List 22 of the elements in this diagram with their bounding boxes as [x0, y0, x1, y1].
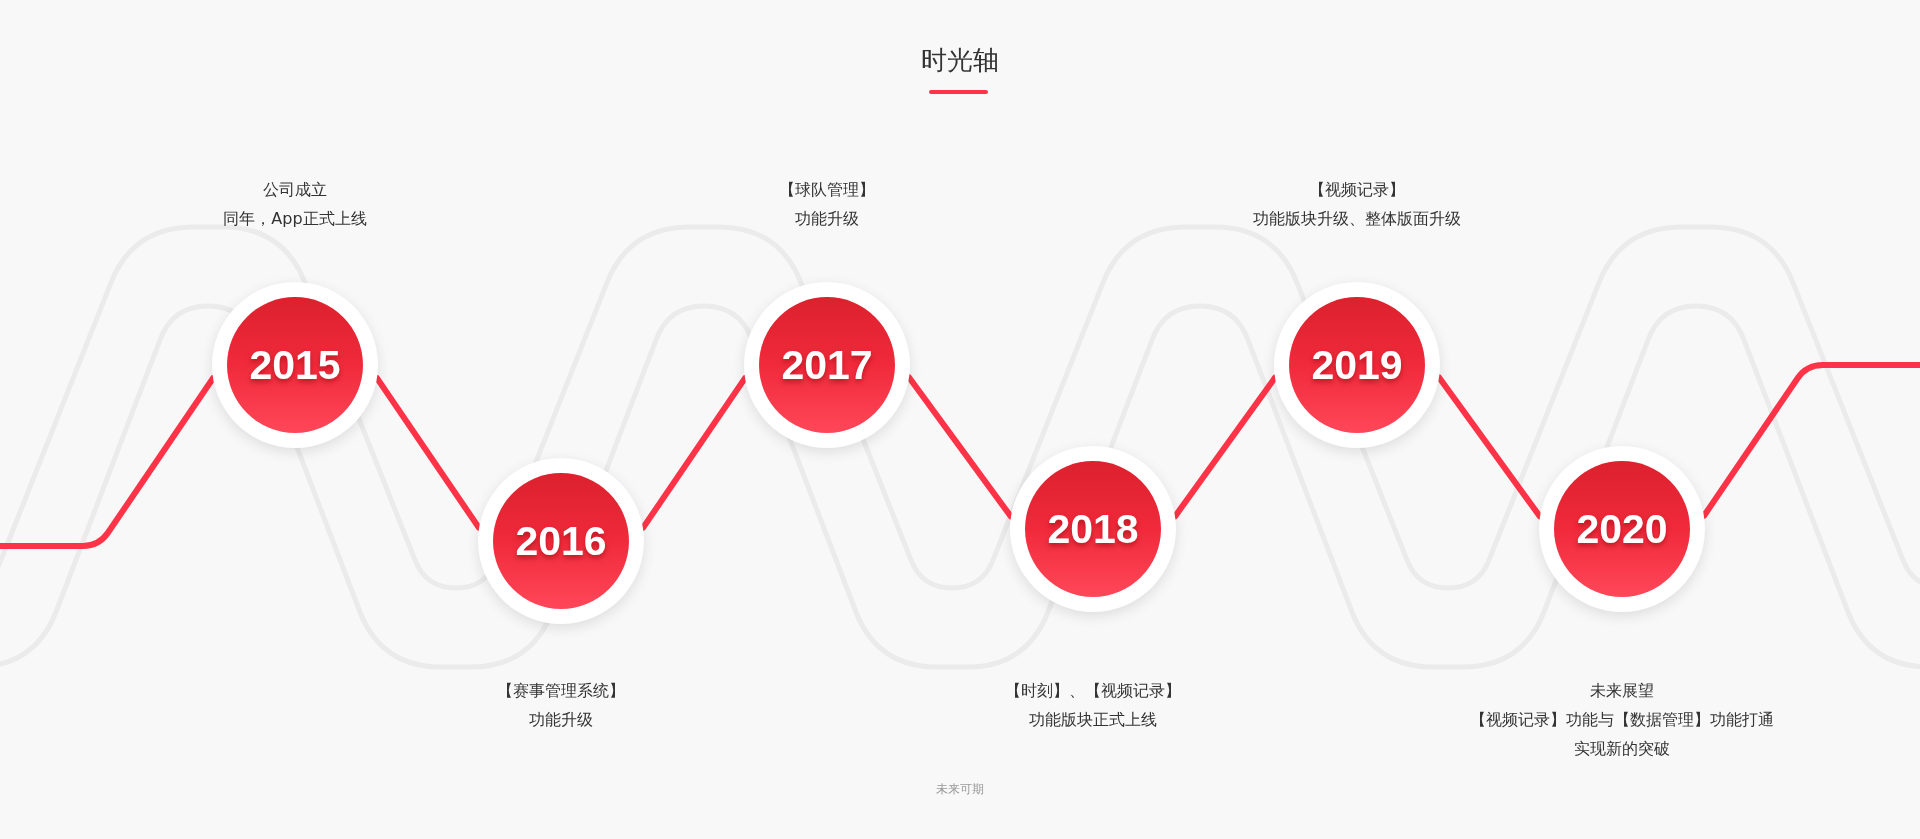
- milestone-text: 【球队管理】: [779, 180, 875, 200]
- timeline-line: [0, 375, 216, 549]
- milestone-text: 公司成立: [263, 180, 327, 200]
- milestone-text: 【视频记录】功能与【数据管理】功能打通: [1470, 710, 1774, 730]
- milestone-text: 【时刻】、【视频记录】: [1005, 681, 1181, 701]
- milestone-text: 功能升级: [529, 710, 593, 730]
- timeline-line: [906, 374, 1014, 520]
- milestone-text: 【视频记录】: [1309, 180, 1405, 200]
- milestone-text: 未来展望: [1590, 681, 1654, 701]
- milestone-text: 功能版块正式上线: [1029, 710, 1157, 730]
- milestone-text: 功能版块升级、整体版面升级: [1253, 209, 1461, 229]
- milestone-text: 功能升级: [795, 209, 859, 229]
- timeline-line: [640, 375, 748, 531]
- timeline-line: [374, 375, 482, 531]
- timeline-line: [1436, 374, 1543, 520]
- milestone-text: 实现新的突破: [1574, 739, 1670, 759]
- timeline-line: [1701, 362, 1920, 519]
- title: 时光轴: [921, 44, 999, 76]
- footer-note: 未来可期: [936, 781, 984, 797]
- milestone-text: 【赛事管理系统】: [497, 681, 625, 701]
- milestone-text: 同年，App正式上线: [223, 209, 367, 229]
- timeline-line: [1172, 374, 1278, 520]
